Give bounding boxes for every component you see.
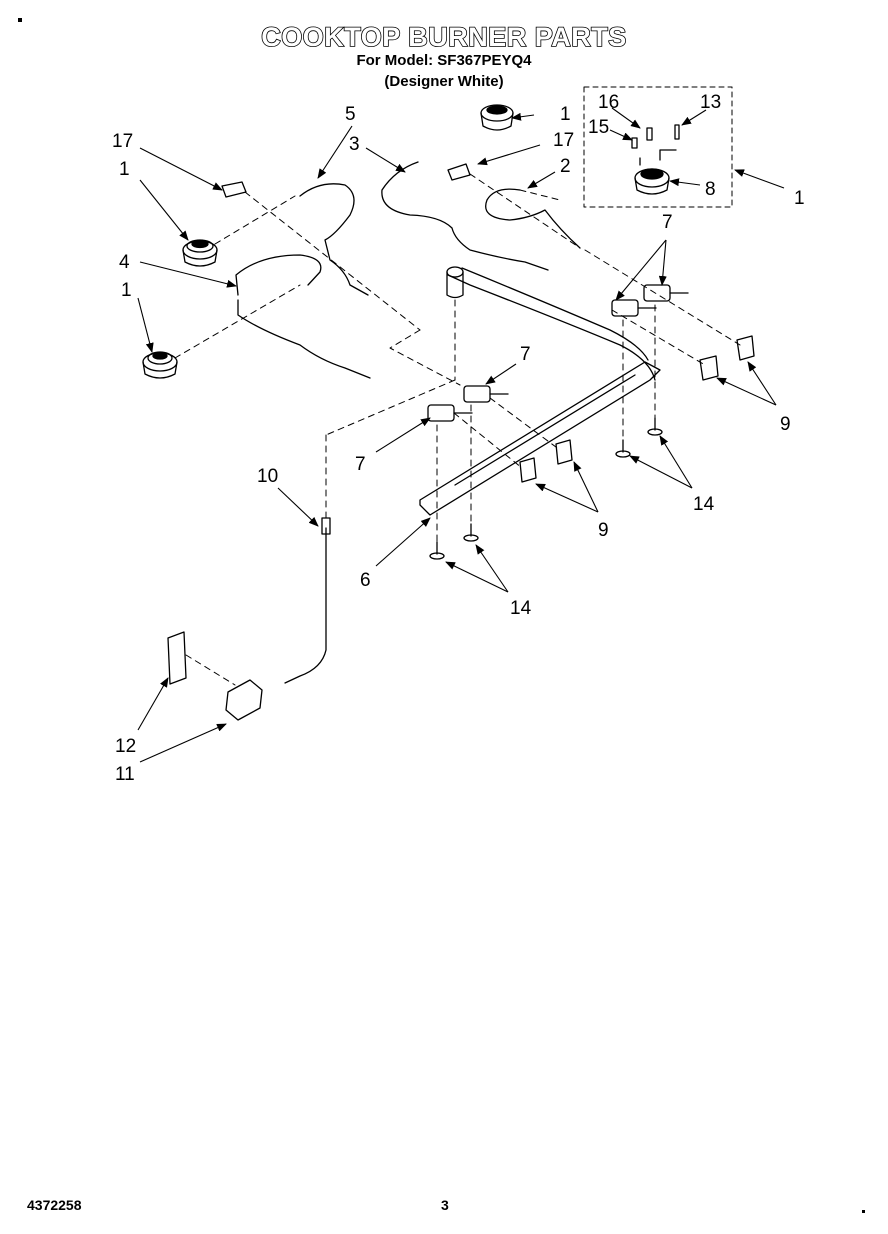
burner-base-upper-left: [182, 239, 218, 267]
regulator-11: [225, 679, 263, 721]
callout-17: 17: [112, 131, 133, 152]
callout-1: 1: [794, 188, 805, 209]
bracket-17-top: [447, 163, 471, 181]
callout-2: 2: [560, 156, 571, 177]
callout-5: 5: [345, 104, 356, 125]
tube-2: [485, 188, 581, 249]
callout-13: 13: [700, 92, 721, 113]
burner-base-lower-left: [142, 351, 178, 379]
callout-12: 12: [115, 736, 136, 757]
finish-line: (Designer White): [384, 73, 504, 90]
manifold-6: [419, 361, 661, 516]
inset-box: [583, 86, 733, 208]
callout-7: 7: [662, 212, 673, 233]
screw-14-b: [647, 417, 663, 436]
page-title: COOKTOP BURNER PARTS: [260, 21, 627, 53]
tube-4: [235, 254, 371, 379]
callout-1: 1: [560, 104, 571, 125]
model-line: For Model: SF367PEYQ4: [356, 52, 532, 69]
bracket-12: [167, 631, 187, 685]
callout-4: 4: [119, 252, 130, 273]
callout-15: 15: [588, 117, 609, 138]
valve-7-a: [611, 299, 657, 317]
callout-17: 17: [553, 130, 574, 151]
callout-9: 9: [598, 520, 609, 541]
screws-inset: [631, 124, 680, 149]
tube-3: [381, 161, 549, 271]
valve-7-d: [427, 404, 473, 422]
screw-14-c: [429, 541, 445, 560]
burner-base-inset: [634, 149, 677, 195]
callout-10: 10: [257, 466, 278, 487]
screw-14-a: [615, 439, 631, 458]
clip-9-a: [736, 335, 755, 361]
clip-9-b: [699, 355, 719, 381]
callout-1: 1: [119, 159, 130, 180]
callout-6: 6: [360, 570, 371, 591]
doc-number: 4372258: [27, 1197, 82, 1213]
callout-16: 16: [598, 92, 619, 113]
corner-mark-bottom-right: [862, 1210, 865, 1213]
valve-7-b: [643, 284, 689, 302]
tube-5: [299, 183, 369, 296]
burner-base-top-center: [480, 104, 514, 131]
screw-14-d: [463, 523, 479, 542]
callout-7: 7: [520, 344, 531, 365]
callout-11: 11: [115, 764, 135, 785]
callout-3: 3: [349, 134, 360, 155]
callout-9: 9: [780, 414, 791, 435]
page-number: 3: [441, 1197, 449, 1213]
callout-14: 14: [693, 494, 715, 515]
callout-7: 7: [355, 454, 366, 475]
bracket-17-left: [221, 181, 247, 198]
clip-9-d: [519, 457, 537, 483]
valve-7-c: [463, 385, 509, 403]
callout-14: 14: [510, 598, 532, 619]
callout-1: 1: [121, 280, 132, 301]
tube-10: [284, 527, 327, 684]
manifold-tube: [447, 267, 656, 381]
callout-8: 8: [705, 179, 716, 200]
corner-mark-top-left: [18, 18, 22, 22]
clip-9-c: [555, 439, 573, 465]
